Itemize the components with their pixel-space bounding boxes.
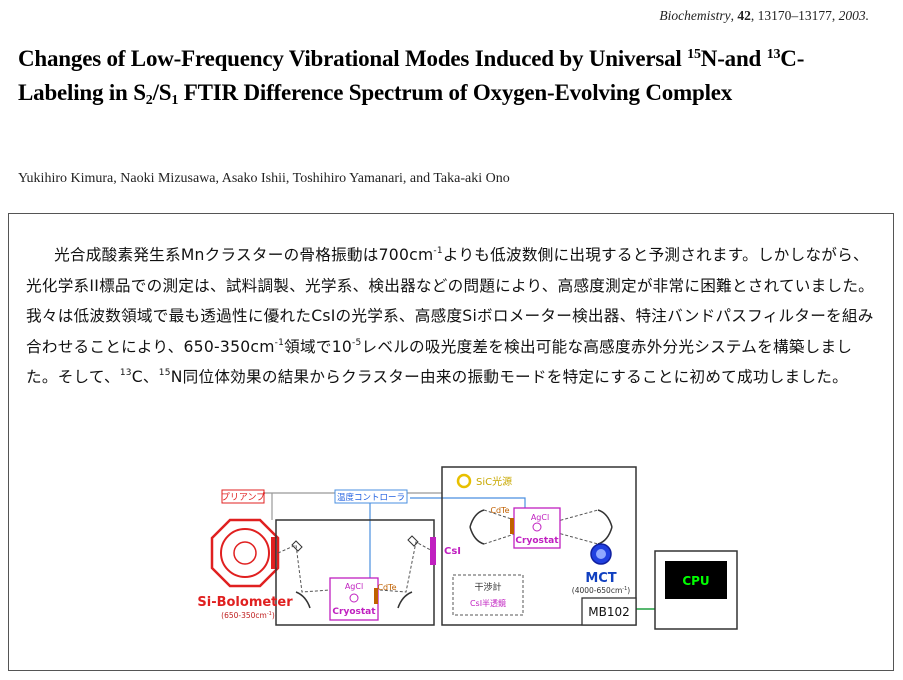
summary-box xyxy=(8,213,894,671)
si-bolometer-label: Si-Bolometer xyxy=(197,595,293,610)
citation-year: 2003. xyxy=(838,8,869,23)
interferometer-label: 干渉計 xyxy=(474,581,501,593)
spectrometer-box xyxy=(441,466,637,626)
svg-text:AgCl: AgCl xyxy=(345,582,363,591)
bolometer-range: (650-350cm-1) xyxy=(221,611,275,620)
svg-text:CdTe: CdTe xyxy=(490,506,509,515)
summary-paragraph: 光合成酸素発生系Mnクラスターの骨格振動は700cm-1よりも低波数側に出現する… xyxy=(26,246,875,387)
citation-journal: Biochemistry xyxy=(659,8,731,23)
mb102-box xyxy=(581,597,637,626)
cryostat-lower-label: Cryostat xyxy=(332,607,376,617)
cryostat-lower-box xyxy=(329,577,379,621)
citation: Biochemistry, 42, 13170–13177, 2003. xyxy=(659,8,869,23)
temp-controller-label: 温度コントローラ xyxy=(337,492,405,503)
interferometer-box xyxy=(452,574,524,616)
cryostat-upper-box xyxy=(513,507,561,549)
citation-volume: 42 xyxy=(737,8,751,23)
authors: Yukihiro Kimura, Naoki Mizusawa, Asako I… xyxy=(18,171,510,186)
citation-pages: 13170–13177, xyxy=(757,8,836,23)
mct-range: (4000-650cm-1) xyxy=(572,586,630,595)
sic-source-label: SiC光源 xyxy=(476,475,512,488)
cpu-label: CPU xyxy=(682,574,709,588)
beamsplitter-label: CsI半透鏡 xyxy=(470,598,506,608)
sample-chamber-box xyxy=(275,519,435,626)
mct-label: MCT xyxy=(585,571,616,586)
preamp-label: プリアンプ xyxy=(221,492,265,503)
paper-title: Changes of Low-Frequency Vibrational Mod… xyxy=(18,46,805,108)
temp-controller-box xyxy=(334,489,408,504)
csi-window-label: CsI xyxy=(444,546,461,557)
sic-source-icon xyxy=(456,473,472,489)
svg-text:AgCl: AgCl xyxy=(531,513,549,522)
svg-text:CdTe: CdTe xyxy=(377,583,396,592)
cryostat-upper-label: Cryostat xyxy=(515,536,559,546)
mb102-label: MB102 xyxy=(588,605,630,619)
preamp-box xyxy=(221,489,265,504)
si-bolometer-icon xyxy=(210,518,280,588)
